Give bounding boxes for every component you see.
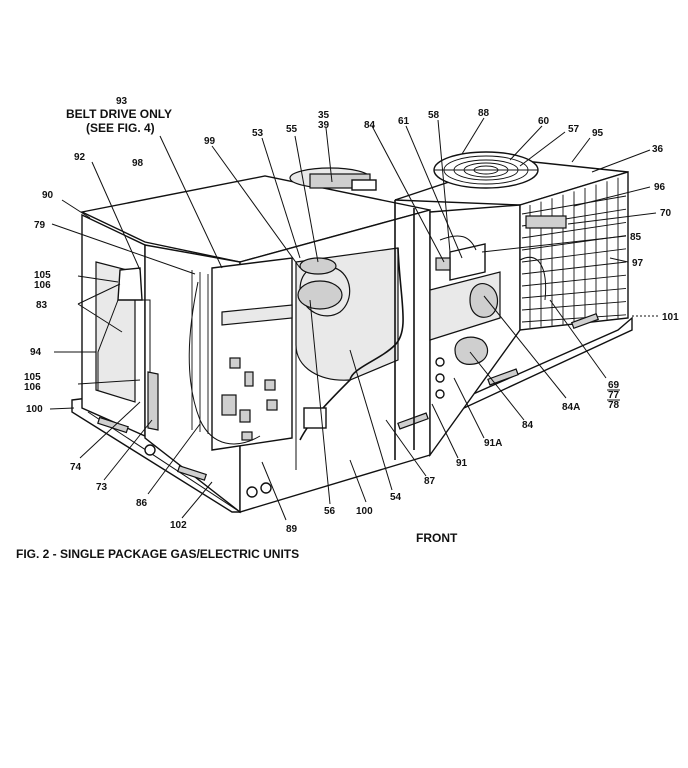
callout-84-lower: 84 (522, 420, 534, 431)
leader-lines (49, 117, 658, 521)
belt-drive-note-line1: BELT DRIVE ONLY (66, 107, 172, 121)
callout-90: 90 (42, 190, 54, 201)
callout-96: 96 (654, 182, 666, 193)
belt-drive-note-line2: (SEE FIG. 4) (86, 121, 155, 135)
coil-row-line (521, 248, 627, 263)
callout-84A: 84A (562, 402, 580, 413)
coil-row-line (521, 301, 627, 311)
callout-105-lower: 105 (24, 372, 41, 383)
coil-row-line (521, 274, 627, 287)
callout-73: 73 (96, 482, 108, 493)
callout-70: 70 (660, 208, 672, 219)
callout-56: 56 (324, 506, 336, 517)
callout-74: 74 (70, 462, 82, 473)
callout-69: 69 (608, 380, 620, 391)
callout-78: 78 (608, 400, 620, 411)
callout-83: 83 (36, 300, 48, 311)
callout-93: 93 (116, 96, 128, 107)
callout-97: 97 (632, 258, 644, 269)
callout-89: 89 (286, 524, 298, 535)
callout-99: 99 (204, 136, 216, 147)
callout-53: 53 (252, 128, 264, 139)
callout-101: 101 (662, 312, 679, 323)
callout-95: 95 (592, 128, 604, 139)
callout-105-upper: 105 (34, 270, 51, 281)
callout-77: 77 (608, 390, 620, 401)
callout-88: 88 (478, 108, 490, 119)
callout-91A: 91A (484, 438, 502, 449)
unit-illustration (71, 151, 633, 514)
callout-57: 57 (568, 124, 580, 135)
coil-row-line (521, 195, 627, 215)
coil-row-line (521, 314, 627, 323)
callout-102: 102 (170, 520, 187, 531)
callout-55: 55 (286, 124, 298, 135)
callout-60: 60 (538, 116, 550, 127)
callout-39: 39 (318, 120, 330, 131)
callout-35: 35 (318, 110, 330, 121)
coil-row-line (521, 261, 627, 275)
callout-98: 98 (132, 158, 144, 169)
callout-61: 61 (398, 116, 410, 127)
callout-94: 94 (30, 347, 42, 358)
callout-87: 87 (424, 476, 436, 487)
callout-100-front: 100 (356, 506, 373, 517)
coil-row-line (521, 287, 627, 299)
callout-84-upper: 84 (364, 120, 376, 131)
callout-54: 54 (390, 492, 402, 503)
callout-100-left: 100 (26, 404, 43, 415)
callout-92: 92 (74, 152, 86, 163)
callout-85: 85 (630, 232, 642, 243)
callout-79: 79 (34, 220, 46, 231)
callout-91: 91 (456, 458, 468, 469)
callout-106-lower: 106 (24, 382, 41, 393)
callout-labels: 93 92 98 90 79 105 106 83 94 105 106 100… (24, 96, 679, 535)
figure-caption: FIG. 2 - SINGLE PACKAGE GAS/ELECTRIC UNI… (16, 547, 299, 561)
coil-row-line (521, 221, 627, 239)
callout-106-upper: 106 (34, 280, 51, 291)
front-label: FRONT (416, 531, 458, 545)
callout-86-bottom: 86 (136, 498, 148, 509)
callout-58: 58 (428, 110, 440, 121)
callout-36: 36 (652, 144, 664, 155)
